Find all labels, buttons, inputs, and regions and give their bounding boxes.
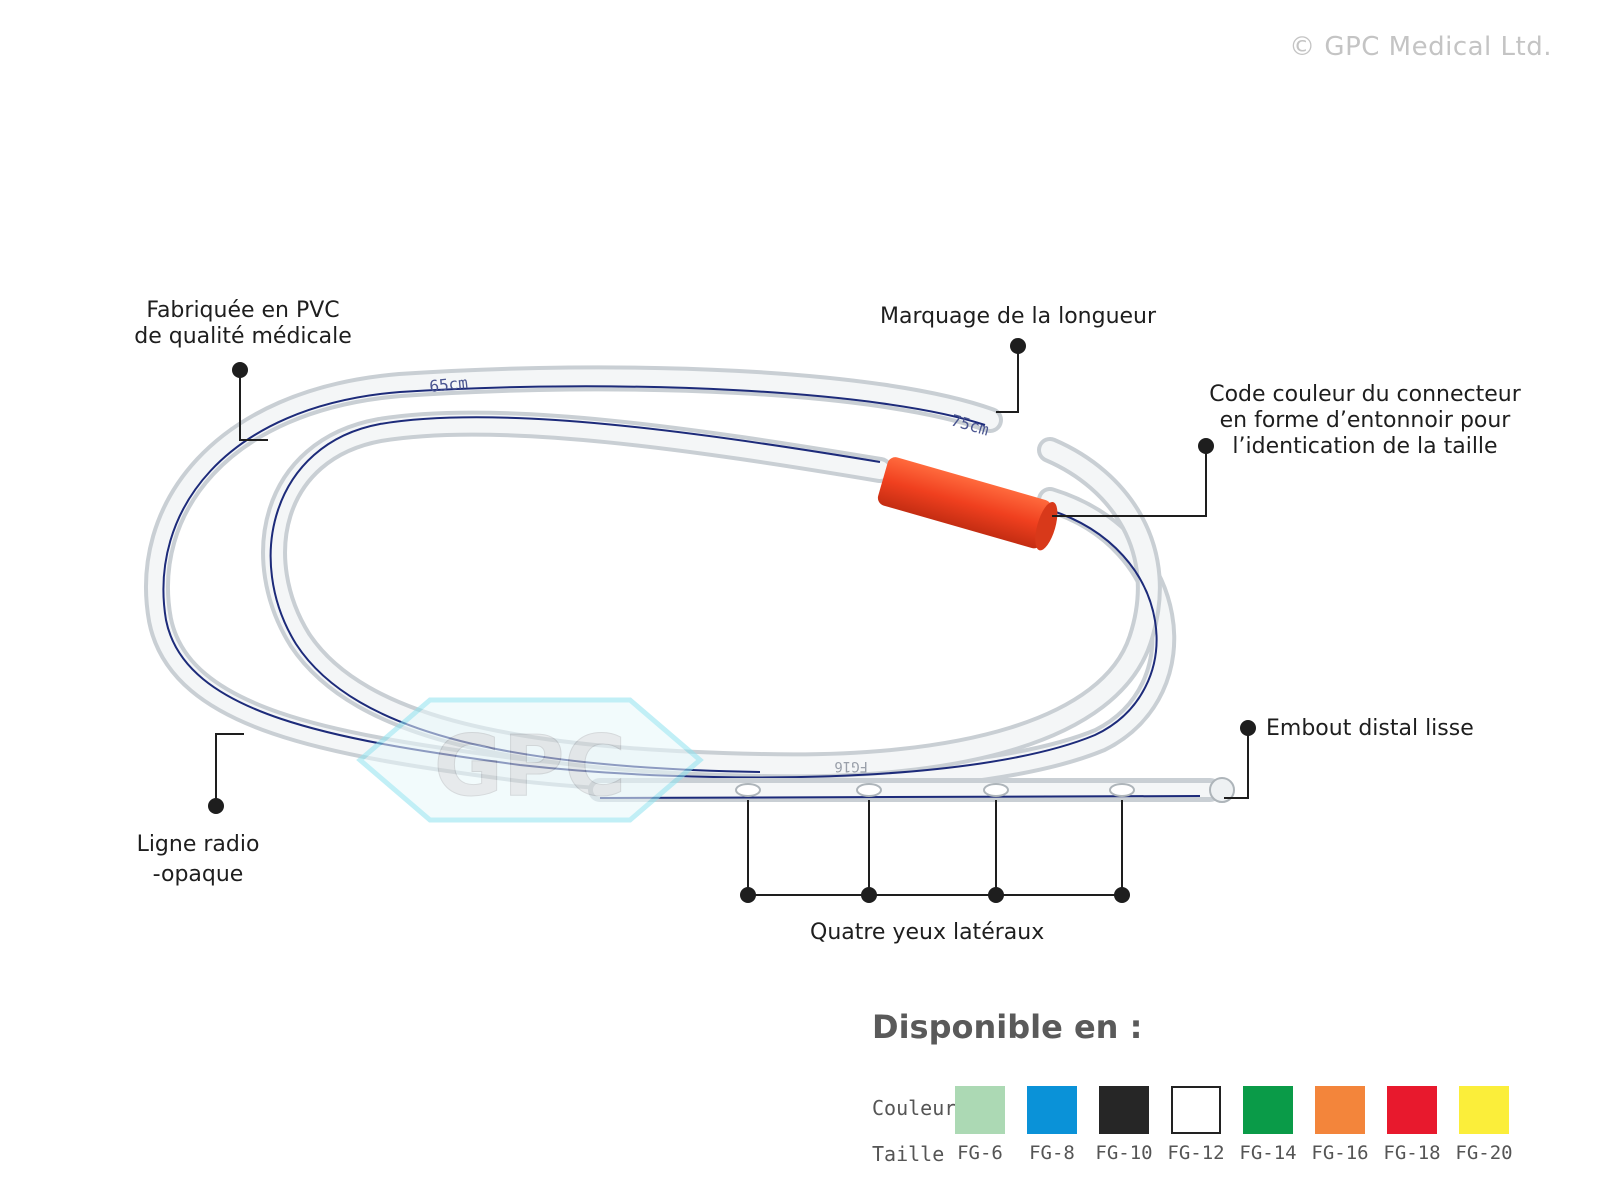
size-label-fg-18: FG-18 [1383, 1142, 1441, 1164]
label-color-code-line3: l’identication de la taille [1232, 434, 1498, 459]
label-color-code: Code couleur du connecteur en forme d’en… [1180, 382, 1550, 460]
color-swatch-fg-6 [955, 1086, 1005, 1134]
label-pvc-line1: Fabriquée en PVC [146, 298, 340, 323]
side-eye-2 [856, 783, 882, 797]
color-swatch-fg-18 [1387, 1086, 1437, 1134]
label-length-marking: Marquage de la longueur [880, 304, 1157, 329]
funnel-connector [877, 457, 1058, 551]
tube-mark-65: 65cm [428, 373, 468, 396]
callout-dots [208, 338, 1256, 903]
size-label-fg-16: FG-16 [1311, 1142, 1369, 1164]
label-color-code-line2: en forme d’entonnoir pour [1219, 408, 1511, 433]
label-radio-opaque: Ligne radio -opaque [118, 830, 278, 890]
availability-title: Disponible en : [872, 1008, 1143, 1046]
color-swatch-fg-12 [1171, 1086, 1221, 1134]
label-distal-tip: Embout distal lisse [1266, 716, 1474, 741]
label-radio-line2: -opaque [152, 862, 244, 887]
callout-leaders [215, 346, 1249, 896]
tube-outer-loop-highlight [148, 369, 1173, 792]
tube: 65cm 75cm FG16 [144, 365, 1235, 803]
side-eye-4 [1109, 783, 1135, 797]
color-swatch-fg-16 [1315, 1086, 1365, 1134]
label-pvc-line2: de qualité médicale [134, 324, 352, 349]
color-swatch-fg-10 [1099, 1086, 1149, 1134]
side-eye-1 [735, 783, 761, 797]
color-swatch-fg-14 [1243, 1086, 1293, 1134]
size-row-label: Taille [872, 1142, 945, 1166]
size-label-fg-10: FG-10 [1095, 1142, 1153, 1164]
radio-opaque-line [162, 385, 1158, 779]
label-color-code-line1: Code couleur du connecteur [1209, 382, 1521, 407]
radio-line-distal [599, 795, 1201, 799]
size-label-fg-12: FG-12 [1167, 1142, 1225, 1164]
side-eye-3 [983, 783, 1009, 797]
color-row-label: Couleur [872, 1096, 957, 1120]
color-swatch-fg-20 [1459, 1086, 1509, 1134]
label-pvc: Fabriquée en PVC de qualité médicale [118, 298, 368, 350]
tube-inner-loop-highlight [265, 414, 1158, 775]
size-label-fg-20: FG-20 [1455, 1142, 1513, 1164]
distal-tip [1209, 777, 1235, 803]
gpc-watermark: GPC [356, 697, 704, 823]
copyright-notice: © GPC Medical Ltd. [1289, 32, 1552, 62]
watermark-text: GPC [434, 717, 626, 815]
size-label-fg-14: FG-14 [1239, 1142, 1297, 1164]
color-swatch-fg-8 [1027, 1086, 1077, 1134]
label-four-eyes: Quatre yeux latéraux [810, 920, 1045, 945]
label-radio-line1: Ligne radio [136, 832, 260, 857]
tube-mark-tip: FG16 [834, 758, 868, 774]
size-label-fg-6: FG-6 [957, 1142, 1003, 1164]
size-label-fg-8: FG-8 [1029, 1142, 1075, 1164]
